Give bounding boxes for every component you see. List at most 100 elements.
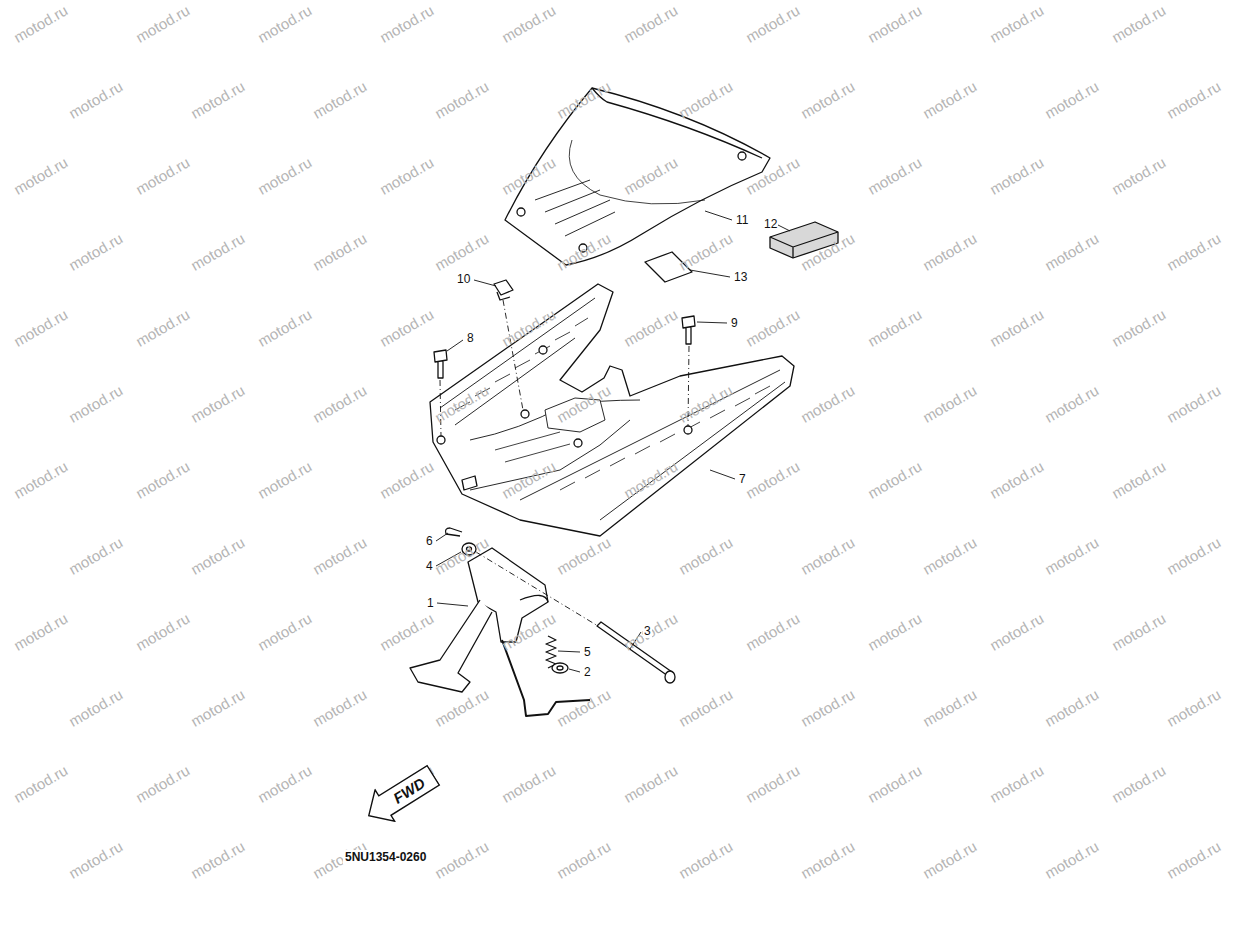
- watermark: motod.ru: [188, 78, 248, 122]
- collar-hole: [557, 666, 563, 670]
- watermark: motod.ru: [377, 610, 437, 654]
- watermark: motod.ru: [255, 2, 315, 46]
- watermark: motod.ru: [310, 230, 370, 274]
- watermark: motod.ru: [310, 382, 370, 426]
- watermark: motod.ru: [1109, 154, 1169, 198]
- clip-nut: [494, 280, 513, 300]
- watermark: motod.ru: [920, 686, 980, 730]
- footrest-hole: [684, 426, 692, 434]
- watermark: motod.ru: [499, 762, 559, 806]
- watermark: motod.ru: [987, 762, 1047, 806]
- watermark: motod.ru: [255, 154, 315, 198]
- callout-number: 11: [735, 213, 749, 227]
- watermark: motod.ru: [133, 2, 193, 46]
- watermark: motod.ru: [1164, 382, 1224, 426]
- cotter-pin: [446, 528, 463, 536]
- watermark: motod.ru: [432, 838, 492, 882]
- watermark: motod.ru: [11, 2, 71, 46]
- leader-line: [705, 211, 732, 220]
- callout-number: 8: [466, 331, 475, 345]
- watermark: motod.ru: [499, 610, 559, 654]
- watermark: motod.ru: [310, 686, 370, 730]
- watermark: motod.ru: [310, 534, 370, 578]
- watermark: motod.ru: [188, 230, 248, 274]
- watermark: motod.ru: [676, 534, 736, 578]
- watermark: motod.ru: [865, 154, 925, 198]
- watermark: motod.ru: [987, 2, 1047, 46]
- watermark: motod.ru: [1042, 382, 1102, 426]
- watermark: motod.ru: [499, 458, 559, 502]
- footrest-hole: [539, 346, 547, 354]
- watermark: motod.ru: [676, 382, 736, 426]
- callout-number: 2: [583, 665, 592, 679]
- watermark: motod.ru: [1042, 534, 1102, 578]
- footrest-hole: [437, 436, 445, 444]
- watermark: motod.ru: [188, 686, 248, 730]
- watermark: motod.ru: [621, 154, 681, 198]
- watermark: motod.ru: [743, 762, 803, 806]
- watermark: motod.ru: [621, 306, 681, 350]
- watermark: motod.ru: [1042, 230, 1102, 274]
- watermark: motod.ru: [255, 458, 315, 502]
- watermark: motod.ru: [1109, 2, 1169, 46]
- watermark: motod.ru: [798, 686, 858, 730]
- watermark: motod.ru: [1042, 838, 1102, 882]
- watermark: motod.ru: [133, 458, 193, 502]
- watermark: motod.ru: [798, 382, 858, 426]
- watermark: motod.ru: [255, 306, 315, 350]
- watermark: motod.ru: [188, 382, 248, 426]
- watermark: motod.ru: [554, 230, 614, 274]
- watermark: motod.ru: [133, 762, 193, 806]
- watermark: motod.ru: [743, 458, 803, 502]
- callout-number: 12: [763, 217, 778, 231]
- watermark: motod.ru: [310, 78, 370, 122]
- watermark: motod.ru: [11, 762, 71, 806]
- watermark: motod.ru: [11, 306, 71, 350]
- watermark: motod.ru: [1042, 686, 1102, 730]
- watermark: motod.ru: [987, 610, 1047, 654]
- top-cover-hole: [738, 152, 746, 160]
- leader-line: [697, 322, 727, 323]
- watermark: motod.ru: [554, 838, 614, 882]
- collar: [552, 663, 568, 673]
- leader-line: [690, 270, 730, 277]
- watermark: motod.ru: [499, 2, 559, 46]
- watermark: motod.ru: [798, 838, 858, 882]
- leader-line: [447, 340, 463, 351]
- watermark: motod.ru: [432, 534, 492, 578]
- watermark: motod.ru: [676, 78, 736, 122]
- watermark: motod.ru: [377, 2, 437, 46]
- watermark: motod.ru: [798, 78, 858, 122]
- watermark: motod.ru: [188, 838, 248, 882]
- top-cover-fold: [592, 88, 762, 158]
- watermark: motod.ru: [1109, 762, 1169, 806]
- footrest-board: [430, 284, 794, 536]
- center-stand-arm: [520, 595, 548, 602]
- watermark: motod.ru: [743, 2, 803, 46]
- watermark: motod.ru: [1109, 306, 1169, 350]
- callout-number: 10: [456, 272, 471, 286]
- top-cover-ribs: [535, 180, 615, 236]
- watermark: motod.ru: [66, 78, 126, 122]
- watermark: motod.ru: [920, 230, 980, 274]
- watermark: motod.ru: [499, 154, 559, 198]
- watermark: motod.ru: [432, 382, 492, 426]
- watermark: motod.ru: [920, 838, 980, 882]
- leader-line: [558, 651, 580, 652]
- watermark: motod.ru: [987, 458, 1047, 502]
- watermark: motod.ru: [920, 382, 980, 426]
- bolt: [682, 316, 695, 344]
- watermark: motod.ru: [554, 78, 614, 122]
- watermark: motod.ru: [188, 534, 248, 578]
- watermark: motod.ru: [11, 154, 71, 198]
- watermark: motod.ru: [865, 2, 925, 46]
- watermark: motod.ru: [1164, 78, 1224, 122]
- watermark: motod.ru: [621, 2, 681, 46]
- callout-number: 3: [643, 624, 652, 638]
- watermark: motod.ru: [676, 686, 736, 730]
- watermark: motod.ru: [1164, 534, 1224, 578]
- watermark: motod.ru: [1164, 686, 1224, 730]
- leader-line: [474, 280, 496, 286]
- watermark: motod.ru: [743, 154, 803, 198]
